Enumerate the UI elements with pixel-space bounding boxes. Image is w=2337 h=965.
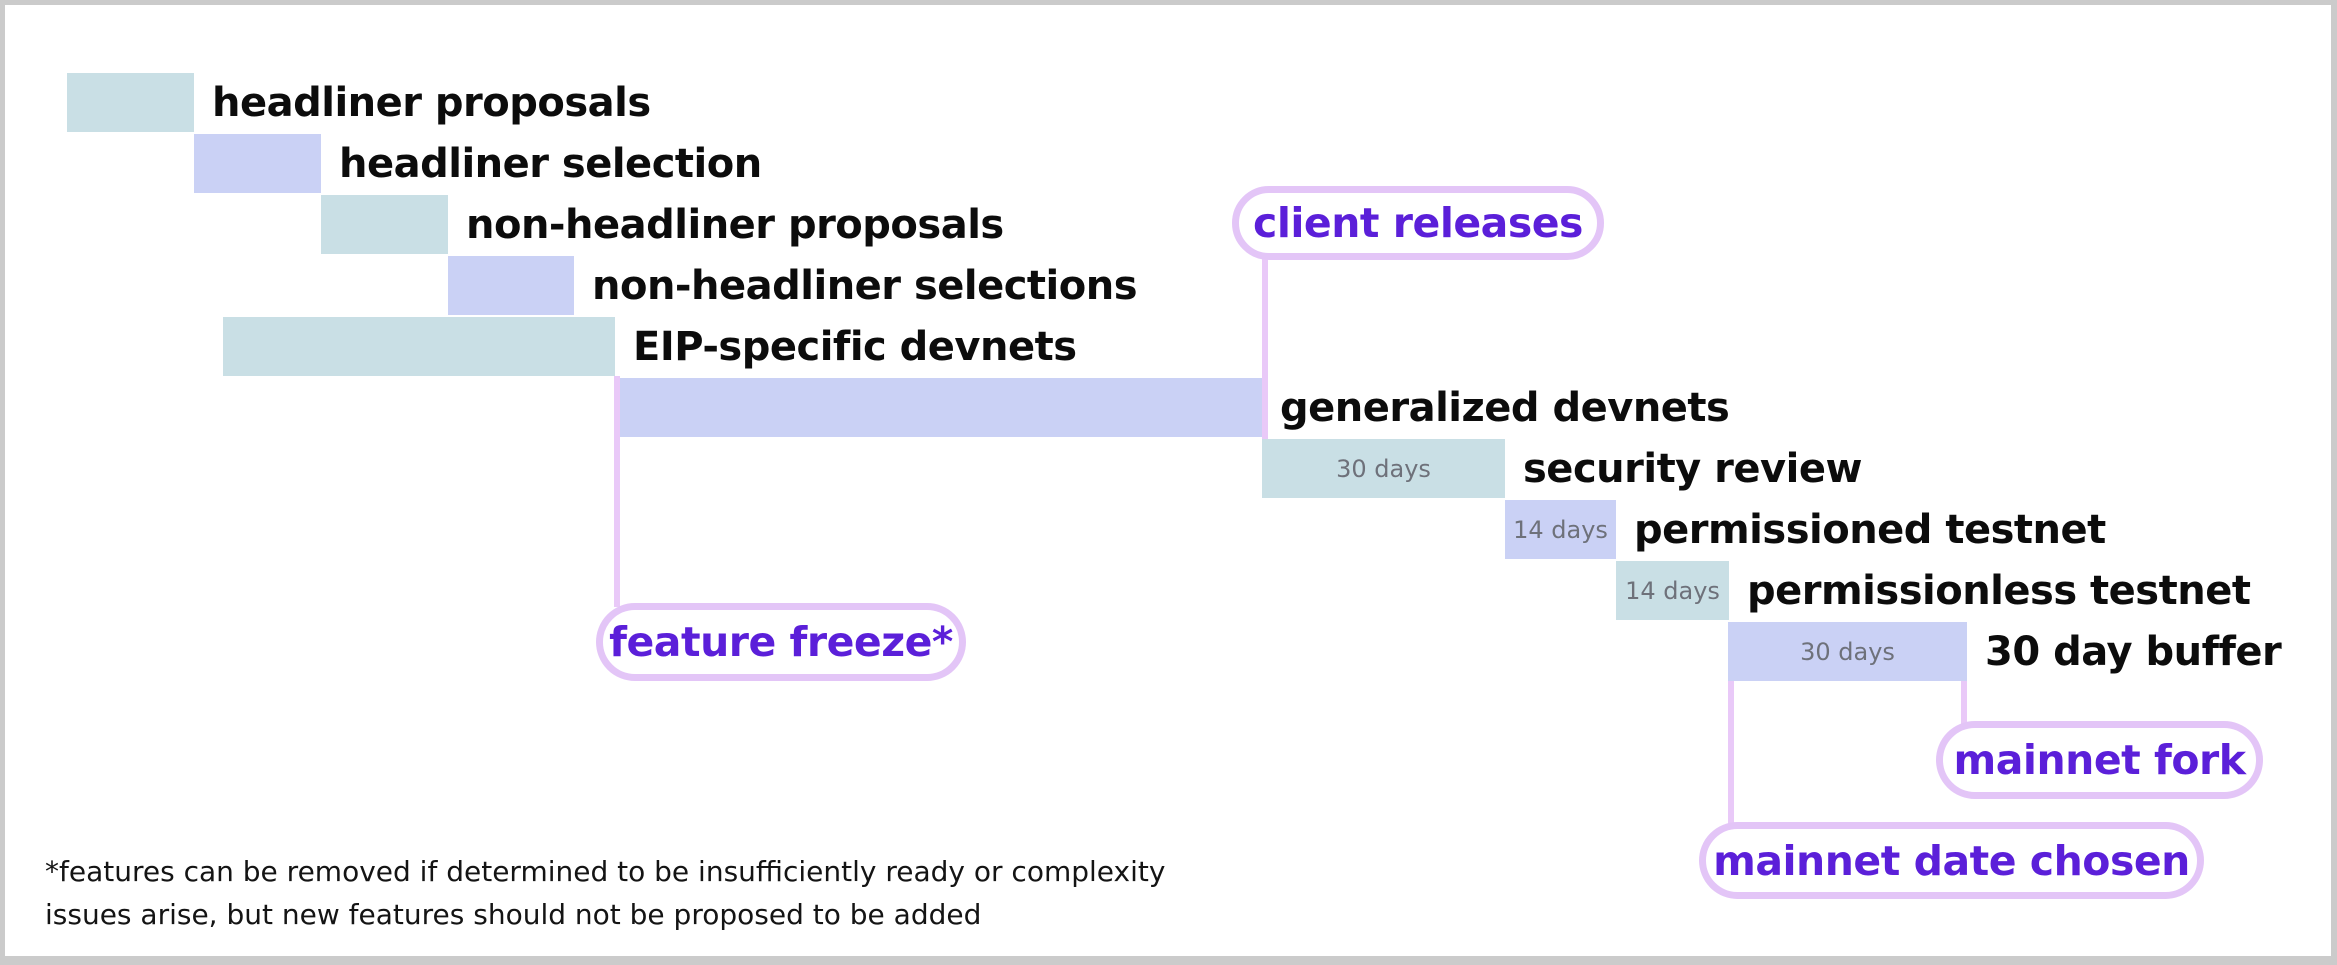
duration-label-permissioned-testnet: 14 days	[1513, 515, 1608, 544]
gantt-bar-headliner-selection	[194, 134, 321, 193]
gantt-bar-headliner-proposals	[67, 73, 194, 132]
callout-pill-mainnet-date-chosen: mainnet date chosen	[1699, 822, 2204, 899]
gantt-bar-security-review: 30 days	[1262, 439, 1505, 498]
footnote: *features can be removed if determined t…	[45, 850, 1165, 936]
bar-label-headliner-proposals: headliner proposals	[212, 79, 651, 126]
gantt-bar-eip-specific-devnets	[223, 317, 615, 376]
bar-label-headliner-selection: headliner selection	[339, 140, 762, 187]
gantt-bar-permissioned-testnet: 14 days	[1505, 500, 1616, 559]
gantt-bar-non-headliner-selections	[448, 256, 574, 315]
gantt-bar-thirty-day-buffer: 30 days	[1728, 622, 1967, 681]
footnote-line-1: *features can be removed if determined t…	[45, 855, 1166, 888]
callout-line-mainnet-date-chosen	[1728, 681, 1734, 826]
bar-label-non-headliner-selections: non-headliner selections	[592, 262, 1138, 309]
callout-line-client-releases	[1262, 258, 1268, 439]
callout-pill-mainnet-fork: mainnet fork	[1936, 721, 2263, 799]
duration-label-permissionless-testnet: 14 days	[1625, 576, 1720, 605]
callout-line-mainnet-fork	[1961, 681, 1967, 725]
duration-label-security-review: 30 days	[1336, 454, 1431, 483]
bar-label-security-review: security review	[1523, 445, 1862, 492]
callout-pill-feature-freeze: feature freeze*	[596, 603, 966, 681]
duration-label-thirty-day-buffer: 30 days	[1800, 637, 1895, 666]
bar-label-non-headliner-proposals: non-headliner proposals	[466, 201, 1004, 248]
bar-label-permissioned-testnet: permissioned testnet	[1634, 506, 2106, 553]
bar-label-generalized-devnets: generalized devnets	[1280, 384, 1730, 431]
gantt-bar-generalized-devnets	[620, 378, 1262, 437]
bar-label-eip-specific-devnets: EIP-specific devnets	[633, 323, 1077, 370]
bar-label-thirty-day-buffer: 30 day buffer	[1985, 628, 2282, 675]
gantt-bar-non-headliner-proposals	[321, 195, 448, 254]
callout-pill-client-releases: client releases	[1232, 186, 1604, 260]
gantt-bar-permissionless-testnet: 14 days	[1616, 561, 1729, 620]
bar-label-permissionless-testnet: permissionless testnet	[1747, 567, 2251, 614]
footnote-line-2: issues arise, but new features should no…	[45, 898, 982, 931]
callout-line-feature-freeze	[614, 376, 620, 607]
